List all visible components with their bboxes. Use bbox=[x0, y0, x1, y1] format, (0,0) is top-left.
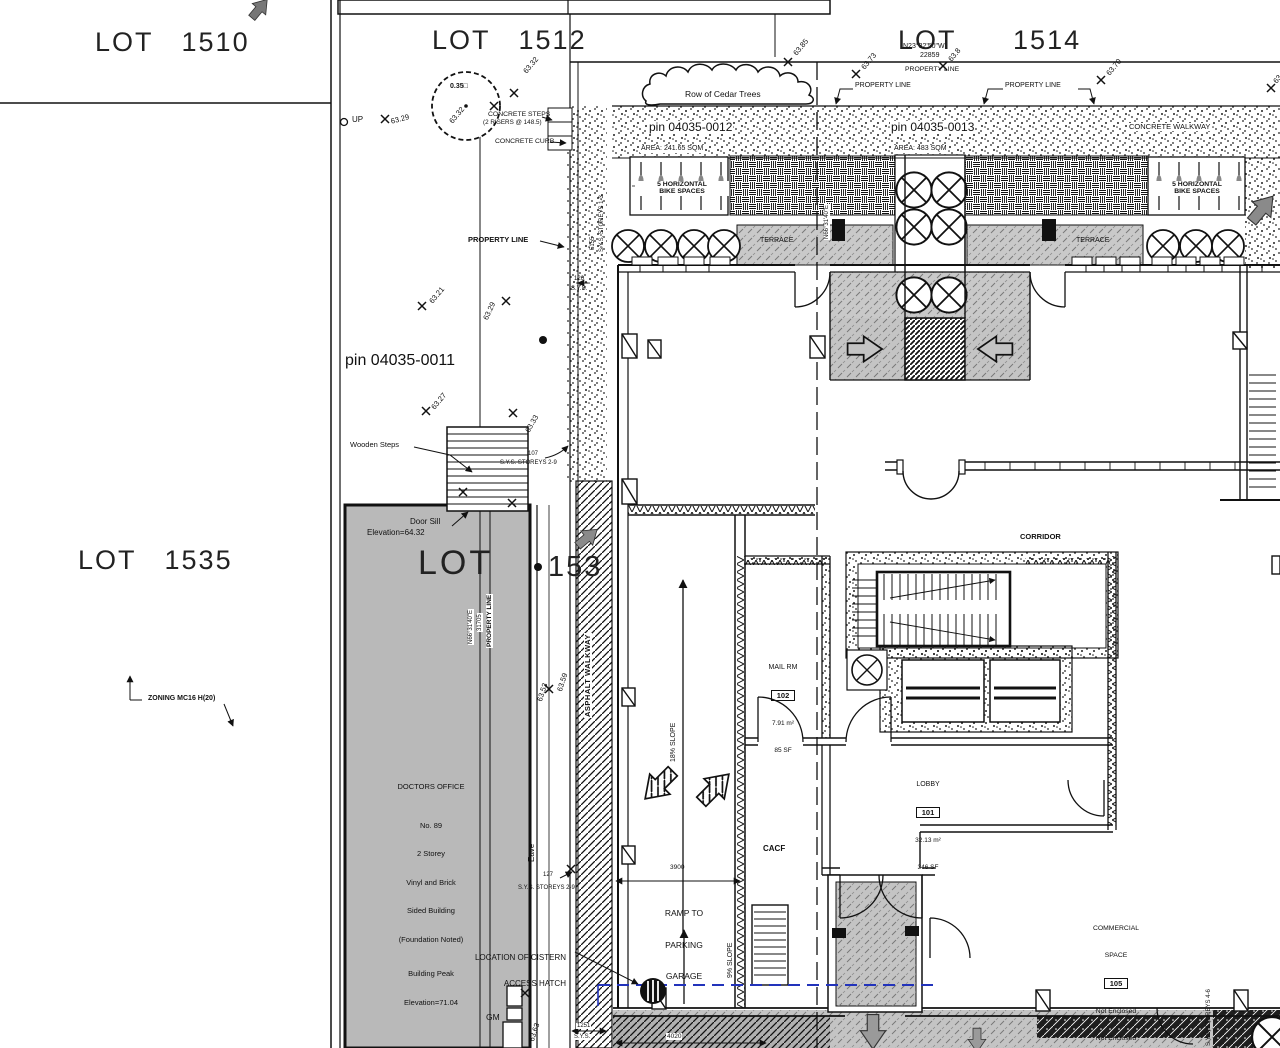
dim-1251: 1251 bbox=[576, 1023, 592, 1030]
pin-0011-label: pin 04035-0011 bbox=[345, 352, 456, 369]
cedar-trees-cloud-icon bbox=[641, 63, 814, 106]
sys-short-a: S.Y.S. bbox=[571, 286, 588, 292]
concrete-steps-note: (2 RISERS @ 148.5) bbox=[483, 119, 542, 126]
sys-storeys-2-9-b: S.Y.S. STOREYS 2-9 bbox=[518, 885, 575, 891]
door-sill-label-1: Door Sill bbox=[410, 517, 441, 526]
zoning-label: ZONING MC16 H(20) bbox=[148, 695, 216, 702]
pin-0012-area: AREA: 241.65 SQM bbox=[640, 145, 705, 153]
lot-1514-label: LOT 1514 bbox=[898, 25, 1082, 55]
property-line-label-rotated: PROPERTY LINE bbox=[486, 593, 494, 648]
mail-room-label: MAIL RM 102 7.91 m² 85 SF bbox=[768, 664, 798, 754]
gm-label: GM bbox=[486, 1012, 500, 1022]
cacf-label: CACF bbox=[763, 844, 786, 853]
subject-lot-number: 153 bbox=[548, 551, 603, 583]
wooden-steps-label: Wooden Steps bbox=[350, 440, 400, 449]
sys-storeys-2-9-a: S.Y.S. STOREYS 2-9 bbox=[500, 460, 557, 466]
north-distance: 22859 bbox=[920, 52, 940, 59]
lobby-label: LOBBY 101 32.13 m² 346 SF bbox=[915, 781, 941, 871]
lot-1512-label: LOT 1512 bbox=[432, 25, 587, 55]
concrete-steps-label: CONCRETE STEPS bbox=[488, 111, 551, 118]
pin-0013-label: pin 04035-0013 bbox=[890, 120, 976, 134]
exit-stair bbox=[751, 904, 789, 986]
commercial-space-label: COMMERCIAL SPACE 105 Not Enclosed Not En… bbox=[1092, 925, 1140, 1042]
paver-band bbox=[729, 155, 1149, 216]
commercial-number: 105 bbox=[1103, 978, 1129, 989]
north-bearing: N23°32'50"W bbox=[903, 43, 945, 50]
concrete-walkway-label: CONCRETE WALKWAY bbox=[1128, 122, 1212, 132]
pin-0012-label: pin 04035-0012 bbox=[648, 120, 734, 134]
gas-meter-icon bbox=[502, 985, 523, 1048]
sys-storeys-4-6: S.Y.S. STOREYS 4-6 bbox=[1206, 989, 1212, 1046]
doctors-office-building bbox=[343, 503, 532, 1048]
slope-18-label: 18% SLOPE bbox=[670, 722, 677, 762]
tree-size-label: 0.35□ bbox=[450, 83, 468, 90]
mail-room-number: 102 bbox=[770, 690, 796, 701]
door-sill-label-2: Elevation=64.32 bbox=[367, 528, 425, 537]
property-line-label-3: PROPERTY LINE bbox=[1005, 82, 1061, 89]
cistern-label: LOCATION OF CISTERN ACCESS HATCH bbox=[475, 953, 566, 989]
wooden-steps-icon bbox=[446, 426, 529, 512]
east-bearing-side: N66°31'40"E bbox=[468, 608, 475, 645]
main-stair bbox=[845, 374, 1276, 659]
ramp-label: RAMP TO PARKING GARAGE bbox=[664, 908, 704, 981]
asphalt-walkway-strip bbox=[575, 480, 613, 1048]
columns bbox=[621, 331, 1280, 1012]
slope-9-label: 9% SLOPE bbox=[727, 942, 734, 978]
property-line-label-4: PROPERTY LINE bbox=[468, 235, 529, 244]
dim-127: 127 bbox=[543, 872, 554, 878]
leader-lines bbox=[126, 88, 1096, 985]
eave-label: Eave bbox=[527, 843, 536, 862]
doors bbox=[757, 271, 1194, 1045]
cistern-hatch-icon bbox=[640, 978, 666, 1004]
lobby-number: 101 bbox=[915, 807, 941, 818]
corridor-label: CORRIDOR bbox=[1020, 532, 1061, 541]
doctors-office-title: DOCTORS OFFICE bbox=[397, 782, 465, 791]
pin-0013-area: AREA: 483 SQM bbox=[893, 145, 948, 153]
up-label: UP bbox=[352, 115, 364, 124]
sys-storeys-1-3: S.Y.S. STOREYS 1-3 bbox=[599, 195, 605, 252]
property-line-label-2: PROPERTY LINE bbox=[855, 82, 911, 89]
terrace-right-label: TERRACE bbox=[1076, 237, 1110, 244]
subject-lot-label: LOT bbox=[418, 544, 494, 582]
cistern-line bbox=[597, 984, 938, 1006]
survey-marks bbox=[339, 57, 1276, 998]
dim-4020: 4020 bbox=[666, 1033, 683, 1041]
elevators bbox=[846, 645, 1073, 733]
ramp-graphics bbox=[571, 579, 767, 1047]
concrete-curb-label: CONCRETE CURB bbox=[495, 138, 555, 145]
property-line-label-1: PROPERTY LINE bbox=[905, 66, 960, 73]
dim-5155: 5155 bbox=[590, 236, 596, 250]
doctors-office-block: DOCTORS OFFICE No. 89 2 Storey Vinyl and… bbox=[372, 763, 490, 1017]
east-distance-side: 31705 bbox=[477, 613, 484, 632]
sys-short-b: S.Y.S. bbox=[573, 1034, 592, 1041]
lot-1535-label: LOT 1535 bbox=[78, 545, 233, 575]
dim-126: 126 bbox=[574, 276, 585, 282]
east-bearing-top: N66°31'40"E bbox=[824, 203, 831, 240]
deciduous-tree-icon bbox=[431, 71, 501, 141]
asphalt-walkway-label: ASPHALT WALKWAY bbox=[583, 633, 593, 718]
cedar-trees-label: Row of Cedar Trees bbox=[685, 89, 761, 99]
dim-107: 107 bbox=[528, 451, 539, 457]
lot-1510-label: LOT 1510 bbox=[95, 27, 250, 57]
dim-3900: 3900 bbox=[670, 864, 685, 871]
terrace-left-label: TERRACE bbox=[760, 237, 794, 244]
